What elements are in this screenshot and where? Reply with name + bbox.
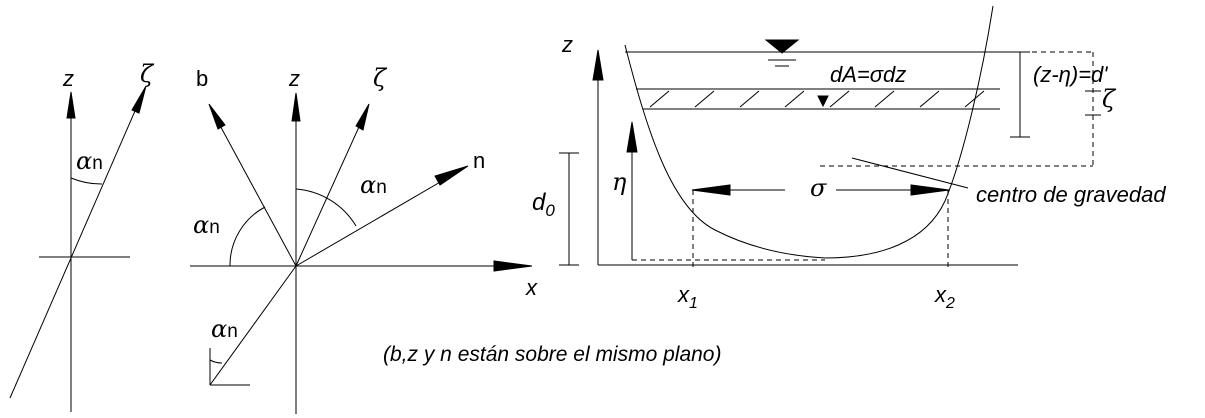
fig2-b-arrowhead bbox=[208, 103, 226, 130]
fig3-dprime-label: (z-η)=d' bbox=[1033, 62, 1108, 87]
fig2-alpha-label-right: αn bbox=[360, 171, 387, 199]
fig2-x-label: x bbox=[525, 275, 538, 300]
fig3-x2-label: x2 bbox=[934, 282, 955, 312]
fig1-angle-arc bbox=[70, 177, 103, 185]
fig2-b-label: b bbox=[196, 66, 208, 91]
diagram-caption: (b,z y n están sobre el mismo plano) bbox=[383, 343, 721, 366]
fig3-dA-label: dA=σdz bbox=[830, 62, 906, 87]
fig2-angle-arc-left bbox=[229, 206, 266, 267]
fig2-zeta-axis bbox=[295, 106, 369, 267]
fig2-x-arrowhead bbox=[493, 260, 533, 272]
fig3-dA-arrowhead bbox=[817, 95, 829, 108]
fig1-z-arrowhead bbox=[66, 91, 76, 119]
figure-2-axes: b z ζ n x αn αn αn bbox=[190, 64, 538, 414]
fig3-eta-arrowhead bbox=[626, 121, 638, 153]
fig2-z-arrowhead bbox=[291, 92, 301, 122]
fig2-lower-line bbox=[209, 265, 297, 386]
fig3-z-arrowhead bbox=[592, 49, 604, 81]
fig1-zeta-label: ζ bbox=[140, 60, 155, 88]
fig1-z-label: z bbox=[62, 66, 74, 91]
fig1-zeta-axis bbox=[9, 87, 146, 399]
fig2-n-arrowhead bbox=[434, 165, 469, 186]
fig3-sigma-arrowhead-right bbox=[910, 184, 950, 196]
fig3-water-level-triangle bbox=[764, 39, 800, 54]
figure-3-channel-section: z dA=σdz (z-η)=d' ζ centro de gravedad η… bbox=[532, 5, 1166, 312]
fig2-alpha-label-left: αn bbox=[193, 211, 220, 239]
fig3-sigma-arrowhead-left bbox=[691, 184, 731, 196]
fig3-x1-label: x1 bbox=[677, 282, 698, 312]
fig3-channel-profile bbox=[624, 5, 994, 259]
fig2-angle-arc-lower bbox=[209, 359, 223, 364]
fig2-n-axis bbox=[295, 166, 467, 267]
fig3-eta-label: η bbox=[612, 168, 627, 196]
fig2-zeta-arrowhead bbox=[355, 103, 370, 131]
fig3-z-label: z bbox=[561, 32, 573, 57]
fig1-alpha-label: αn bbox=[76, 147, 103, 175]
fig3-centroid-label: centro de gravedad bbox=[976, 182, 1166, 207]
fig2-alpha-label-lower: αn bbox=[211, 315, 238, 343]
fig2-angle-arc-right bbox=[295, 188, 357, 227]
fig1-zeta-arrowhead bbox=[131, 85, 147, 114]
fig3-strip-hatching bbox=[649, 90, 985, 108]
fig2-zeta-label: ζ bbox=[373, 64, 388, 92]
figure-1-rotation: z ζ αn bbox=[9, 60, 155, 412]
fig2-z-label: z bbox=[288, 66, 300, 91]
fig3-centroid-leader bbox=[851, 157, 969, 189]
fig3-d0-label: d0 bbox=[532, 189, 555, 220]
fig2-n-label: n bbox=[473, 148, 485, 173]
fig3-sigma-label: σ bbox=[810, 174, 827, 202]
fig2-b-axis bbox=[209, 106, 297, 267]
fig3-zeta-label: ζ bbox=[1102, 85, 1117, 113]
